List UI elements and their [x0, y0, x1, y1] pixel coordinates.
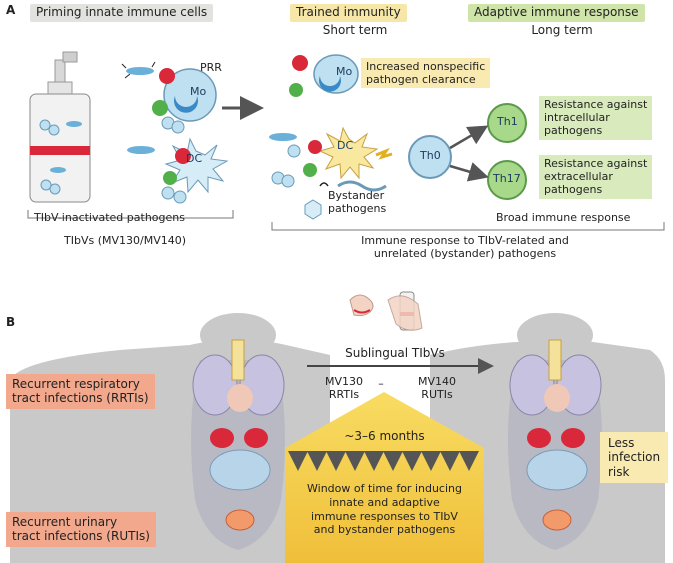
mv130-line-1: MV130: [324, 375, 363, 388]
th17-label: Th17: [493, 172, 521, 185]
mv140-line-1: MV140: [417, 375, 456, 388]
long-term-label: Long term: [531, 23, 593, 37]
extracellular-line-2: extracellular: [544, 170, 613, 184]
th1-label: Th1: [497, 115, 518, 128]
bystander-label: Bystander pathogens: [328, 189, 387, 215]
clearance-line-1: Increased nonspecific: [366, 60, 486, 73]
mv140-label: MV140 RUTIs: [413, 375, 461, 401]
window-of-time-shape: [285, 392, 484, 563]
spray-bottle-icon: [29, 51, 91, 203]
mv130-label: MV130 RRTIs: [322, 375, 366, 401]
panel-a-label: A: [6, 3, 16, 17]
intracellular-box: Resistance against intracellular pathoge…: [539, 96, 653, 140]
response-line-2: unrelated (bystander) pathogens: [373, 246, 557, 260]
window-text: Window of time for inducing innate and a…: [285, 482, 484, 537]
short-term-label: Short term: [322, 23, 388, 37]
bystander-line-1: Bystander: [328, 189, 385, 202]
dendritic-cell-icon: [127, 137, 229, 204]
tlbv-inactivated-label: TIbV-inactivated pathogens: [34, 211, 185, 224]
rrti-box: Recurrent respiratory tract infections (…: [6, 374, 155, 409]
bystander-line-2: pathogens: [328, 201, 387, 215]
response-label: Immune response to TIbV-related and unre…: [300, 234, 630, 260]
monocyte-cell-icon: [121, 61, 217, 134]
trained-mo-label: Mo: [336, 65, 353, 78]
clearance-box: Increased nonspecific pathogen clearance: [361, 58, 491, 89]
less-risk-box: Less infection risk: [600, 432, 669, 484]
window-line-3: immune responses to TIbV: [311, 509, 458, 523]
mv130-line-2: RRTIs: [328, 387, 360, 401]
extracellular-box: Resistance against extracellular pathoge…: [539, 155, 653, 199]
tlbvs-label: TIbVs (MV130/MV140): [64, 234, 187, 247]
trained-header: Trained immunity: [290, 4, 407, 22]
ruti-line-1: Recurrent urinary: [12, 515, 118, 529]
less-line-2: infection: [608, 450, 661, 465]
adaptive-header: Adaptive immune response: [468, 4, 645, 22]
window-line-1: Window of time for inducing: [307, 482, 462, 495]
window-line-2: innate and adaptive: [329, 495, 440, 509]
duration-label: ~3–6 months: [344, 429, 425, 443]
extracellular-line-1: Resistance against: [544, 157, 648, 170]
ruti-line-2: tract infections (RUTIs): [12, 529, 150, 544]
intracellular-line-3: pathogens: [544, 124, 603, 138]
broad-response-label: Broad immune response: [496, 211, 631, 224]
clearance-line-2: pathogen clearance: [366, 73, 476, 87]
dash-label: –: [378, 377, 384, 390]
intracellular-line-1: Resistance against: [544, 98, 648, 111]
less-line-3: risk: [608, 464, 630, 479]
th0-label: Th0: [420, 149, 441, 162]
th1-cell-icon: [487, 103, 527, 143]
intracellular-line-2: intracellular: [544, 111, 610, 125]
prr-label: PRR: [200, 61, 222, 74]
mo-label: Mo: [190, 85, 207, 98]
route-label: Sublingual TIbVs: [345, 346, 445, 360]
extracellular-line-3: pathogens: [544, 183, 603, 197]
priming-header: Priming innate immune cells: [30, 4, 214, 22]
response-line-1: Immune response to TIbV-related and: [361, 234, 569, 247]
bystander-pathogen-icon: [304, 180, 387, 220]
panel-b-label: B: [6, 315, 16, 329]
right-body-silhouette: [430, 313, 665, 563]
ruti-box: Recurrent urinary tract infections (RUTI…: [6, 512, 156, 547]
dc-label: DC: [186, 152, 203, 165]
rrti-line-2: tract infections (RRTIs): [12, 391, 149, 406]
less-line-1: Less: [608, 436, 635, 450]
sublingual-spray-face-icon: [333, 276, 445, 338]
th0-cell-icon: [408, 135, 452, 179]
mv140-line-2: RUTIs: [421, 387, 453, 401]
trained-dendritic-cell-icon: [269, 126, 393, 188]
window-line-4: and bystander pathogens: [313, 523, 456, 537]
trained-monocyte-icon: [289, 54, 359, 97]
rrti-line-1: Recurrent respiratory: [12, 377, 140, 391]
trained-dc-label: DC: [337, 139, 354, 152]
